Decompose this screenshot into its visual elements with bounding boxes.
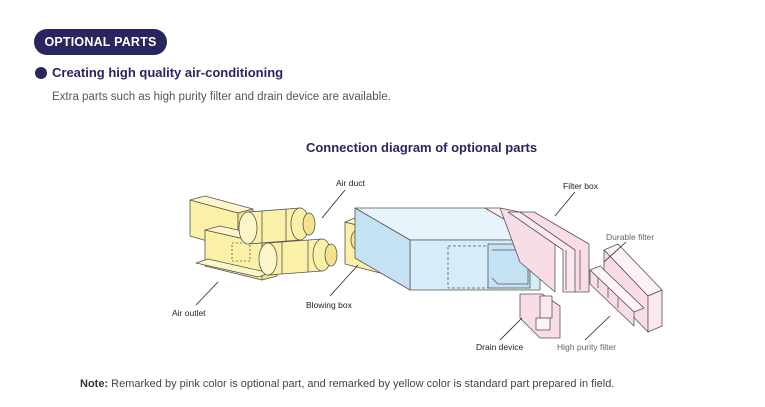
air-duct-lower [259, 239, 337, 275]
blowing-box-label: Blowing box [306, 300, 352, 310]
high-purity-filter-leader [585, 316, 610, 340]
filter-box-leader [555, 192, 575, 216]
air-duct-leader [322, 190, 345, 218]
high-purity-filter-label: High purity filter [557, 342, 616, 352]
note-label: Note: [80, 378, 108, 390]
note-text: Remarked by pink color is optional part,… [108, 378, 614, 390]
air-duct-upper [239, 208, 315, 244]
air-outlet-label: Air outlet [172, 308, 206, 318]
durable-filter-label: Durable filter [606, 232, 654, 242]
drain-device-leader [500, 318, 522, 340]
drain-device [520, 294, 560, 338]
blowing-box-leader [330, 265, 358, 296]
filter-box-label: Filter box [563, 181, 598, 191]
drain-device-label: Drain device [476, 342, 523, 352]
note: Note: Remarked by pink color is optional… [80, 378, 614, 390]
air-duct-label: Air duct [336, 178, 365, 188]
air-outlet-leader [196, 282, 218, 305]
